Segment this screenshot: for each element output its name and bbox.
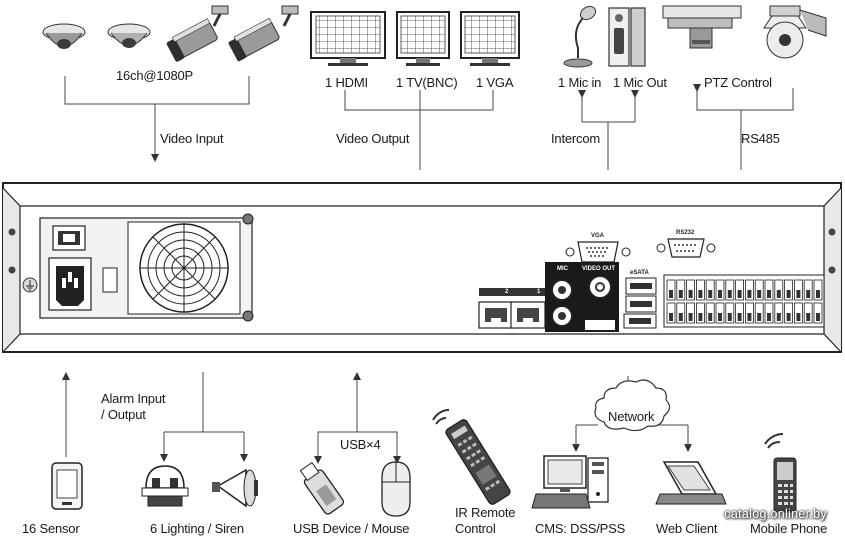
sensor-icon xyxy=(51,462,83,510)
video-output-label: Video Output xyxy=(336,131,410,146)
usb-device-label: USB Device / Mouse xyxy=(293,521,410,536)
camera-count-label: 16ch@1080P xyxy=(116,68,193,83)
siren-horn-icon xyxy=(212,468,258,508)
power-supply-module xyxy=(22,213,254,322)
video-out-port-label: VIDEO OUT xyxy=(582,266,616,272)
web-client-label: Web Client xyxy=(656,521,718,536)
usb-flash-drive-icon xyxy=(299,461,345,515)
ir-remote-label-line1: IR Remote xyxy=(455,505,516,520)
bottom-connection-lines xyxy=(62,372,692,464)
vga-output-label: 1 VGA xyxy=(476,75,514,90)
mouse-icon xyxy=(381,461,411,517)
vga-port xyxy=(565,241,631,263)
esata-port-label: eSATA xyxy=(630,270,649,276)
alarm-label-line2: / Output xyxy=(101,407,146,422)
vga-monitor-icon xyxy=(460,11,520,66)
speaker-icon xyxy=(608,7,646,67)
cms-label: CMS: DSS/PSS xyxy=(535,521,626,536)
alarm-terminal-block xyxy=(663,274,825,328)
vga-port-label: VGA xyxy=(591,233,605,239)
ir-remote-label-line2: Control xyxy=(455,521,496,536)
rs232-port xyxy=(656,238,716,258)
mic-in-label: 1 Mic in xyxy=(558,75,602,90)
lan-port-1 xyxy=(509,288,546,329)
strobe-light-icon xyxy=(141,465,189,507)
desktop-computer-icon xyxy=(531,455,609,509)
mobile-phone-icon xyxy=(764,433,797,513)
lan-port-1-label: 1 xyxy=(537,289,541,295)
bullet-camera-icon xyxy=(228,5,299,62)
ptz-box-camera-icon xyxy=(662,5,742,49)
alarm-label-line1: Alarm Input xyxy=(101,391,166,406)
usb-count-label: USB×4 xyxy=(340,437,381,452)
tv-monitor-icon xyxy=(396,11,450,66)
bullet-camera-icon xyxy=(166,5,229,62)
sensor-label: 16 Sensor xyxy=(22,521,80,536)
network-cloud-icon xyxy=(594,379,671,432)
dome-camera-icon xyxy=(107,23,151,48)
mic-port-label: MIC xyxy=(557,266,568,272)
usb-ports xyxy=(625,277,657,313)
esata-port xyxy=(623,313,657,329)
top-connection-lines xyxy=(64,76,794,170)
dome-camera-icon xyxy=(42,23,86,49)
hdmi-monitor-icon xyxy=(310,11,386,66)
lighting-siren-label: 6 Lighting / Siren xyxy=(150,521,244,536)
ir-remote-icon xyxy=(432,409,511,505)
rs232-port-label: RS232 xyxy=(676,230,695,236)
laptop-icon xyxy=(655,461,727,505)
mobile-phone-label: Mobile Phone xyxy=(750,521,828,536)
audio-video-out-block xyxy=(545,262,619,332)
rs485-label: RS485 xyxy=(741,131,780,146)
hdmi-label: 1 HDMI xyxy=(325,75,368,90)
ptz-dome-camera-icon xyxy=(763,5,827,59)
ptz-control-label: PTZ Control xyxy=(704,75,772,90)
network-label: Network xyxy=(608,409,655,424)
watermark: catalog.onliner.by xyxy=(724,507,827,521)
intercom-label: Intercom xyxy=(551,131,600,146)
video-input-label: Video Input xyxy=(160,131,224,146)
mic-out-label: 1 Mic Out xyxy=(613,75,667,90)
lan-port-2-label: 2 xyxy=(505,289,509,295)
microphone-icon xyxy=(563,5,597,68)
tv-bnc-label: 1 TV(BNC) xyxy=(396,75,458,90)
